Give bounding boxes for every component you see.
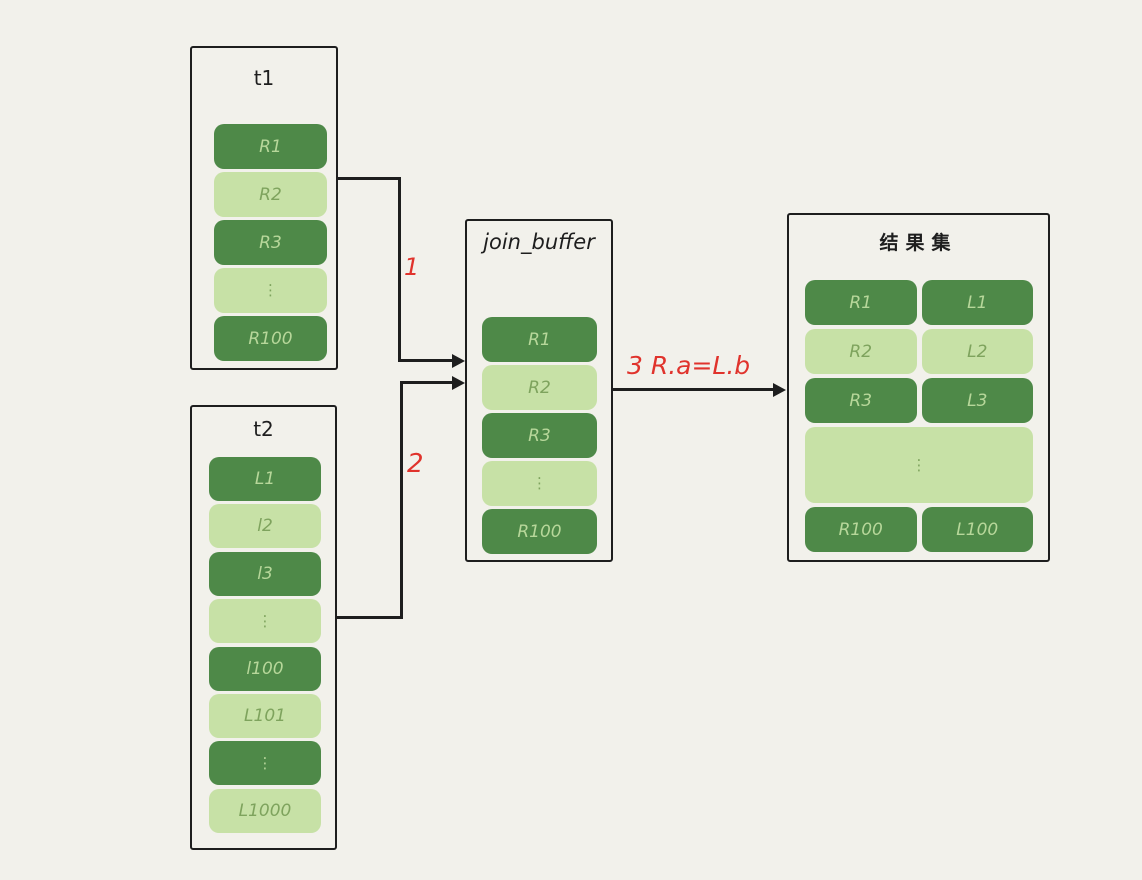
record-cell: R100: [805, 507, 917, 552]
arrow-1-step-label: 1: [404, 253, 420, 281]
arrow-3-head-icon: [773, 382, 786, 397]
record-cell: R1: [805, 280, 917, 325]
record-row: ⋮: [209, 741, 321, 786]
record-cell: R3: [214, 220, 327, 265]
table-title-t1: t1: [253, 66, 275, 90]
record-row: R3: [482, 413, 597, 458]
record-cell: R2: [482, 365, 597, 410]
arrow-3-condition-label: 3 R.a=L.b: [627, 351, 751, 380]
record-row: R2: [214, 172, 327, 217]
record-row: ⋮: [482, 461, 597, 506]
ellipsis-cell: ⋮: [209, 741, 321, 786]
ellipsis-cell: ⋮: [805, 427, 1033, 503]
record-cell: L100: [921, 507, 1033, 552]
record-row: l100: [209, 646, 321, 691]
record-cell: L1: [921, 280, 1033, 325]
ellipsis-cell: ⋮: [209, 599, 321, 644]
record-cell: L2: [921, 329, 1033, 374]
record-row: L1: [209, 457, 321, 501]
record-row: L101: [209, 693, 321, 738]
arrow-2-segment-h2: [400, 381, 453, 384]
record-row: l3: [209, 551, 321, 596]
record-cell: l2: [209, 504, 321, 549]
arrow-3-segment: [612, 388, 775, 391]
record-row: ⋮: [214, 268, 327, 313]
record-cell: L1000: [209, 788, 321, 833]
join-buffer-title: join_buffer: [483, 230, 595, 254]
record-row: L1000: [209, 788, 321, 833]
record-row: R100: [214, 316, 327, 361]
record-cell: L101: [209, 693, 321, 738]
record-row: ⋮: [805, 427, 1033, 503]
arrow-2-head-icon: [452, 375, 465, 390]
record-row: R100: [482, 509, 597, 554]
record-row: R1: [482, 317, 597, 362]
record-row: R1: [214, 124, 327, 169]
arrow-2-segment-h1: [337, 616, 403, 619]
record-row: l2: [209, 504, 321, 549]
arrow-2-step-label: 2: [407, 449, 424, 479]
record-row: ⋮: [209, 599, 321, 644]
record-cell: R1: [482, 317, 597, 362]
record-cell: l3: [209, 551, 321, 596]
arrow-1-segment-h1: [337, 177, 401, 180]
record-cell: R1: [214, 124, 327, 169]
ellipsis-cell: ⋮: [214, 268, 327, 313]
arrow-1-segment-h2: [398, 359, 453, 362]
table-title-t2: t2: [253, 417, 274, 441]
record-cell: L3: [921, 378, 1033, 423]
record-row: R3: [214, 220, 327, 265]
record-cell: R100: [214, 316, 327, 361]
ellipsis-cell: ⋮: [482, 461, 597, 506]
arrow-1-head-icon: [452, 353, 465, 368]
record-cell: R3: [805, 378, 917, 423]
record-cell: R100: [482, 509, 597, 554]
result-set-title: 结果集: [879, 232, 958, 254]
arrow-2-segment-v: [400, 381, 403, 619]
arrow-1-segment-v: [398, 177, 401, 362]
record-cell: R3: [482, 413, 597, 458]
record-row: R2: [482, 365, 597, 410]
record-cell: R2: [805, 329, 917, 374]
record-cell: R2: [214, 172, 327, 217]
record-cell: l100: [209, 646, 321, 691]
record-cell: L1: [209, 457, 321, 501]
